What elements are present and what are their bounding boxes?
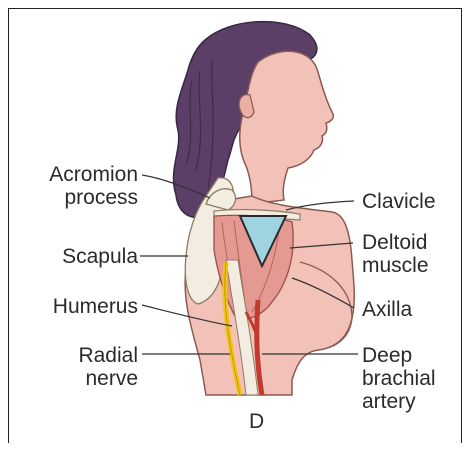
label-scapula: Scapula	[30, 245, 138, 268]
label-deltoid-line1: Deltoid	[362, 231, 429, 254]
label-artery-line1: Deep	[362, 344, 436, 367]
label-radial-nerve: Radial nerve	[30, 344, 138, 390]
label-acromion-line1: Acromion	[30, 163, 138, 186]
label-clavicle: Clavicle	[362, 190, 436, 213]
panel-letter: D	[249, 410, 264, 433]
label-deep-brachial-artery: Deep brachial artery	[362, 344, 436, 413]
label-acromion-process: Acromion process	[30, 163, 138, 209]
label-humerus: Humerus	[30, 295, 138, 318]
face	[240, 51, 334, 204]
label-radial-line2: nerve	[30, 367, 138, 390]
label-artery-line3: artery	[362, 390, 436, 413]
label-deltoid-line2: muscle	[362, 254, 429, 277]
label-artery-line2: brachial	[362, 367, 436, 390]
label-deltoid-muscle: Deltoid muscle	[362, 231, 429, 277]
label-radial-line1: Radial	[30, 344, 138, 367]
label-acromion-line2: process	[30, 186, 138, 209]
label-axilla: Axilla	[362, 298, 412, 321]
